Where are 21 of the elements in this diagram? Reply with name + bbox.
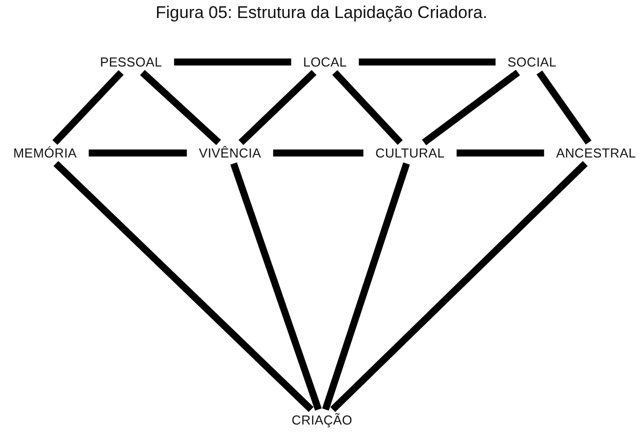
figure-title: Figura 05: Estrutura da Lapidação Criadora. bbox=[154, 3, 488, 23]
node-label: PESSOAL bbox=[96, 54, 166, 70]
connector-line bbox=[140, 70, 221, 146]
connector-line bbox=[174, 58, 292, 66]
node-label: VIVÊNCIA bbox=[196, 144, 264, 162]
connector-line bbox=[52, 70, 124, 145]
connector-line bbox=[422, 70, 520, 146]
connector-line bbox=[238, 70, 316, 146]
connector-line bbox=[358, 58, 496, 66]
node-label: ANCESTRAL bbox=[553, 144, 639, 162]
node-label: LOCAL bbox=[300, 54, 350, 70]
connector-line bbox=[536, 70, 592, 145]
connector-line bbox=[230, 162, 322, 411]
node-label: CULTURAL bbox=[372, 144, 448, 162]
node-label: MEMÓRIA bbox=[10, 144, 80, 162]
connector-line bbox=[330, 161, 588, 412]
connector-line bbox=[53, 160, 314, 412]
node-label: SOCIAL bbox=[504, 54, 560, 70]
node-label: CRIAÇÃO bbox=[288, 412, 356, 428]
connector-line bbox=[332, 70, 403, 145]
connector-line bbox=[322, 162, 410, 411]
